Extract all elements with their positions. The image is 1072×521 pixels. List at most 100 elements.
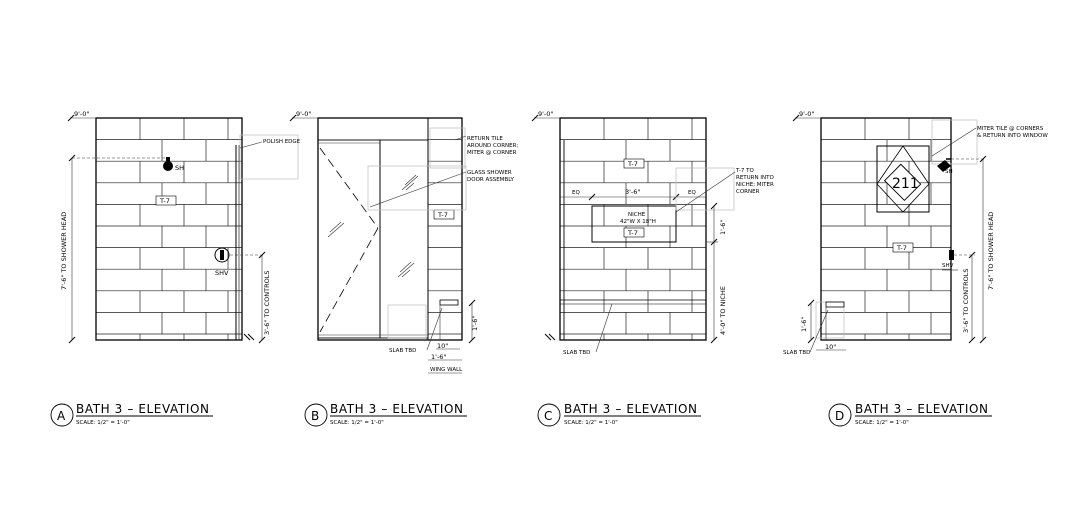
niche-tile-tag bbox=[623, 227, 645, 238]
elevation-marker bbox=[537, 403, 561, 427]
callout-corner: CORNER bbox=[736, 189, 760, 195]
tile-tag-label: T-7 bbox=[896, 244, 907, 252]
tile-tag bbox=[892, 242, 914, 253]
slab-leader bbox=[595, 303, 613, 353]
swing-line bbox=[319, 227, 379, 333]
dimension-niche-width: 3'-6" bbox=[625, 188, 640, 196]
dim-tick bbox=[979, 336, 987, 344]
dimension-wing-depth: 10" bbox=[825, 343, 836, 351]
dim-tick bbox=[468, 336, 476, 344]
dim-tick bbox=[979, 155, 987, 163]
callout-polish-edge: POLISH EDGE bbox=[263, 139, 301, 145]
callout-box bbox=[675, 167, 735, 211]
top-dimension: 9'-0" bbox=[296, 110, 311, 118]
top-dimension: 9'-0" bbox=[799, 110, 814, 118]
elevation-title: BATH 3 – ELEVATION bbox=[564, 402, 698, 416]
dim-tick bbox=[710, 202, 718, 210]
dim-tick bbox=[588, 193, 596, 201]
callout-slab-tbd: SLAB TBD bbox=[783, 350, 810, 356]
dim-tick bbox=[968, 251, 976, 259]
tile-tag-label: T-7 bbox=[627, 160, 638, 168]
tile-tag-label: T-7 bbox=[159, 197, 170, 205]
wall-outline bbox=[317, 117, 463, 341]
callout-miter-corner: MITER @ CORNER bbox=[467, 150, 517, 156]
elevation-letter: A bbox=[57, 409, 66, 423]
callout-leader bbox=[369, 171, 467, 208]
shower-head-icon bbox=[937, 160, 951, 172]
callout-glass-shower: GLASS SHOWER bbox=[467, 170, 512, 176]
glass-door-panel bbox=[379, 139, 429, 339]
callout-box bbox=[239, 134, 299, 180]
break-mark bbox=[544, 333, 552, 341]
dim-tick bbox=[792, 114, 800, 122]
dim-tick bbox=[468, 299, 476, 307]
elevation-letter: B bbox=[311, 409, 319, 423]
elevation-scale: SCALE: 1/2" = 1'-0" bbox=[564, 420, 618, 426]
elevation-c: 9'-0" T-7 NICHE 42"W X 18"H T-7 EQ 3'-6"… bbox=[531, 110, 774, 427]
break-mark bbox=[247, 333, 255, 341]
shower-head-icon bbox=[163, 161, 173, 171]
elevation-marker bbox=[50, 403, 74, 427]
dim-tick bbox=[258, 336, 266, 344]
swing-line bbox=[319, 147, 379, 229]
controls-dimension: 3'-6" TO CONTROLS bbox=[263, 271, 271, 335]
wing-wall-cap bbox=[439, 299, 459, 306]
dim-tick bbox=[289, 114, 297, 122]
tile-pattern bbox=[428, 139, 462, 335]
shower-head-dimension: 7'-6" TO SHOWER HEAD bbox=[987, 212, 995, 290]
dim-tick bbox=[710, 336, 718, 344]
controls-dimension: 3'-6" TO CONTROLS bbox=[962, 269, 970, 333]
dimension-niche-height: 1'-6" bbox=[719, 220, 727, 235]
elevation-scale: SCALE: 1/2" = 1'-0" bbox=[76, 420, 130, 426]
elevation-marker bbox=[828, 403, 852, 427]
slab-box bbox=[387, 304, 427, 339]
window-number: 211 bbox=[892, 176, 919, 192]
dim-tick bbox=[68, 154, 76, 162]
elevation-b: 9'-0" T-7 RETURN TILE AROUND CORNER; MIT… bbox=[289, 110, 518, 427]
callout-box bbox=[367, 165, 467, 211]
window-tag-frame bbox=[883, 163, 922, 202]
dim-tick bbox=[807, 336, 815, 344]
dim-tick bbox=[807, 299, 815, 307]
elevation-title: BATH 3 – ELEVATION bbox=[76, 402, 210, 416]
top-dimension: 9'-0" bbox=[538, 110, 553, 118]
fixture-label-sh: SH bbox=[175, 164, 184, 172]
callout-box bbox=[429, 127, 466, 169]
callout-around-corner: AROUND CORNER; bbox=[467, 143, 518, 149]
dimension-eq-right: EQ bbox=[688, 190, 696, 196]
fixture-label-sh: SH bbox=[945, 169, 953, 175]
elevation-d: 9'-0" 211 MITER TILE @ CORNERS & RETURN … bbox=[783, 110, 1048, 427]
dimension-wing-width: 1'-6" bbox=[431, 353, 446, 361]
dim-tick bbox=[968, 336, 976, 344]
fixture-label-shv: SHV bbox=[942, 263, 954, 269]
callout-leader bbox=[675, 171, 736, 213]
tile-tag bbox=[155, 195, 177, 206]
shower-valve-icon bbox=[214, 247, 230, 263]
elevation-title: BATH 3 – ELEVATION bbox=[330, 402, 464, 416]
callout-niche-miter: NICHE; MITER bbox=[736, 182, 774, 188]
elevation-scale: SCALE: 1/2" = 1'-0" bbox=[330, 420, 384, 426]
callout-leader bbox=[931, 127, 977, 157]
fixture-label-shv: SHV bbox=[215, 269, 229, 277]
niche-opening bbox=[591, 205, 677, 243]
dimension-wing-height: 1'-6" bbox=[800, 317, 808, 332]
shower-head-dimension: 7'-6" TO SHOWER HEAD bbox=[60, 212, 68, 290]
valve-handle-icon bbox=[220, 250, 224, 260]
dim-tick bbox=[67, 114, 75, 122]
tile-tag bbox=[623, 158, 645, 169]
wall-outline bbox=[95, 117, 243, 341]
wing-wall-cap bbox=[825, 301, 845, 308]
dimension-eq-left: EQ bbox=[572, 190, 580, 196]
niche-size: 42"W X 18"H bbox=[620, 219, 656, 225]
tile-pattern bbox=[96, 118, 242, 340]
shower-arm-icon bbox=[166, 157, 170, 161]
dim-tick bbox=[68, 336, 76, 344]
callout-slab-tbd: SLAB TBD bbox=[389, 348, 416, 354]
elevation-letter: D bbox=[835, 409, 844, 423]
niche-tile-tag-label: T-7 bbox=[627, 229, 638, 237]
break-mark bbox=[243, 333, 251, 341]
callout-t7-to: T-7 TO bbox=[735, 168, 754, 174]
top-dimension: 9'-0" bbox=[74, 110, 89, 118]
